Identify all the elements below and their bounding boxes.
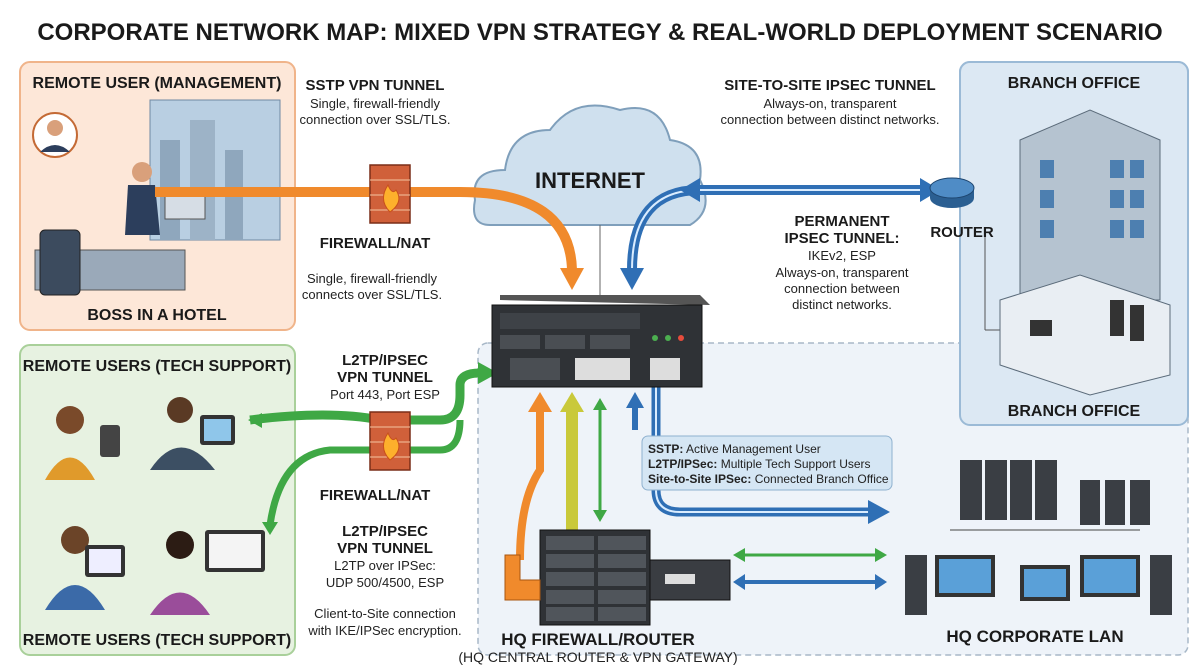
l2tp-bottom-desc-2: UDP 500/4500, ESP (326, 575, 444, 590)
branch-heading: BRANCH OFFICE (1008, 75, 1141, 92)
permanent-title-2: IPSEC TUNNEL: (784, 230, 899, 247)
legend-site-to-site: Site-to-Site IPSec: Connected Branch Off… (648, 472, 889, 486)
sstp-note-2: connects over SSL/TLS. (302, 287, 442, 302)
management-caption: BOSS IN A HOTEL (87, 307, 226, 324)
l2tp-bottom-desc-3: Client-to-Site connection (314, 606, 456, 621)
sstp-title: SSTP VPN TUNNEL (306, 77, 445, 94)
vpn-gateway-appliance-icon (491, 295, 710, 388)
l2tp-bottom-desc-1: L2TP over IPSec: (334, 558, 436, 573)
permanent-desc-3: connection between (784, 281, 900, 296)
sstp-desc-2: connection over SSL/TLS. (299, 112, 450, 127)
firewall-top-label: FIREWALL/NAT (320, 235, 431, 252)
l2tp-top-title-1: L2TP/IPSEC (342, 352, 428, 369)
legend-l2tp: L2TP/IPSec: Multiple Tech Support Users (648, 457, 871, 471)
tech-caption: REMOTE USERS (TECH SUPPORT) (23, 632, 291, 649)
hq-router-title: HQ FIREWALL/ROUTER (501, 630, 695, 649)
sstp-tunnel-arrow (155, 187, 584, 290)
internet-label: INTERNET (535, 168, 646, 193)
site-to-site-desc-2: connection between distinct networks. (721, 112, 940, 127)
hq-router-subtitle: (HQ CENTRAL ROUTER & VPN GATEWAY) (458, 649, 737, 665)
permanent-desc-2: Always-on, transparent (776, 265, 909, 280)
permanent-desc-4: distinct networks. (792, 297, 892, 312)
firewall-bottom-label: FIREWALL/NAT (320, 487, 431, 504)
l2tp-bottom-desc-4: with IKE/IPSec encryption. (307, 623, 461, 638)
l2tp-bottom-title-1: L2TP/IPSEC (342, 523, 428, 540)
permanent-desc-1: IKEv2, ESP (808, 248, 876, 263)
page-title: CORPORATE NETWORK MAP: MIXED VPN STRATEG… (37, 19, 1162, 46)
permanent-title-1: PERMANENT (794, 213, 889, 230)
site-to-site-desc-1: Always-on, transparent (764, 96, 897, 111)
site-to-site-title: SITE-TO-SITE IPSEC TUNNEL (724, 77, 935, 94)
firewall-icon (369, 164, 411, 224)
l2tp-bottom-title-2: VPN TUNNEL (337, 540, 433, 557)
branch-caption: BRANCH OFFICE (1008, 403, 1141, 420)
router-icon[interactable] (929, 177, 975, 208)
hotel-scene-illustration (32, 99, 281, 296)
internet-cloud-icon (473, 104, 707, 226)
tunnel-legend (641, 435, 893, 491)
management-heading: REMOTE USER (MANAGEMENT) (33, 75, 282, 92)
hq-lan-illustration (905, 460, 1172, 615)
legend-sstp: SSTP: Active Management User (648, 442, 821, 456)
sstp-note-1: Single, firewall-friendly (307, 271, 438, 286)
sstp-desc-1: Single, firewall-friendly (310, 96, 441, 111)
l2tp-top-desc: Port 443, Port ESP (330, 387, 440, 402)
l2tp-top-title-2: VPN TUNNEL (337, 369, 433, 386)
hq-firewall-router-icon (504, 529, 731, 626)
firewall-icon (369, 411, 411, 471)
hq-lan-label: HQ CORPORATE LAN (946, 627, 1123, 646)
tech-support-users-illustration (45, 397, 265, 615)
tech-heading: REMOTE USERS (TECH SUPPORT) (23, 358, 291, 375)
branch-building-icon (999, 109, 1171, 396)
l2tp-tunnel-arrow (248, 362, 498, 535)
router-label: ROUTER (930, 224, 994, 241)
